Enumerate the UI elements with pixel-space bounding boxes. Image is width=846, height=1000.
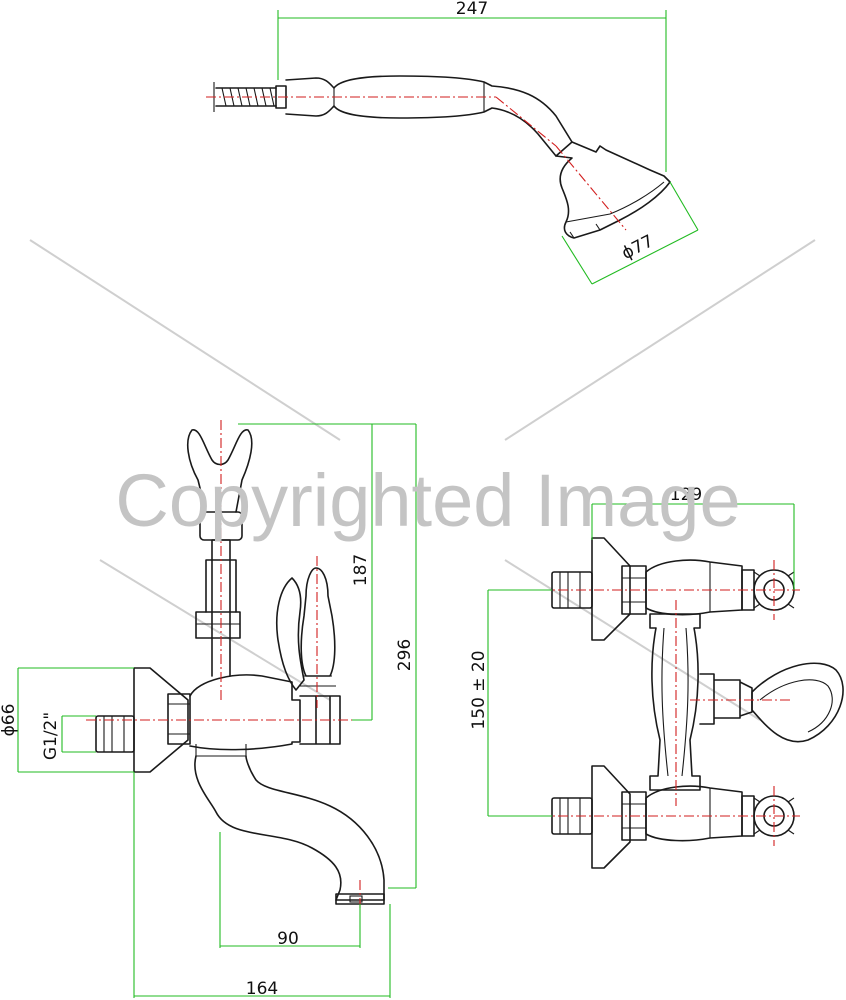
shower-handle	[285, 75, 573, 157]
dim-flange-diameter: ϕ66	[0, 704, 19, 737]
inlet-connector	[95, 715, 135, 753]
upper-body	[645, 559, 743, 616]
lower-body	[645, 785, 743, 842]
front-lever	[751, 662, 844, 743]
watermark-lines	[29, 239, 816, 721]
diverter-lever	[275, 577, 305, 691]
dim-holder-height: 187	[351, 554, 371, 586]
ceramic-knob	[300, 567, 336, 677]
dim-lines-front	[487, 503, 795, 817]
side-view	[17, 420, 417, 998]
hex-nut	[167, 693, 191, 745]
dim-center-distance: 150 ± 20	[469, 650, 489, 729]
valve-body	[189, 674, 301, 751]
shower-holder	[186, 429, 253, 513]
dim-total-height: 296	[395, 639, 415, 671]
dim-spout-reach: 90	[277, 929, 299, 949]
dim-handle-width: 129	[670, 485, 702, 505]
riser-collar	[195, 611, 241, 639]
dim-total-depth: 164	[246, 979, 278, 999]
front-view	[487, 503, 844, 869]
dim-lines-side	[17, 423, 417, 998]
upper-flange	[591, 537, 631, 641]
lower-flange	[591, 765, 631, 869]
dim-head-diameter: ϕ77	[619, 231, 657, 264]
watermark-text: Copyrighted Image	[115, 459, 740, 542]
center-column	[649, 613, 701, 791]
dim-hand-shower-length: 247	[456, 0, 488, 19]
hand-shower-view	[206, 10, 699, 285]
dim-thread-size: G1/2"	[41, 712, 61, 760]
spout	[194, 755, 385, 901]
shower-head	[555, 141, 671, 239]
